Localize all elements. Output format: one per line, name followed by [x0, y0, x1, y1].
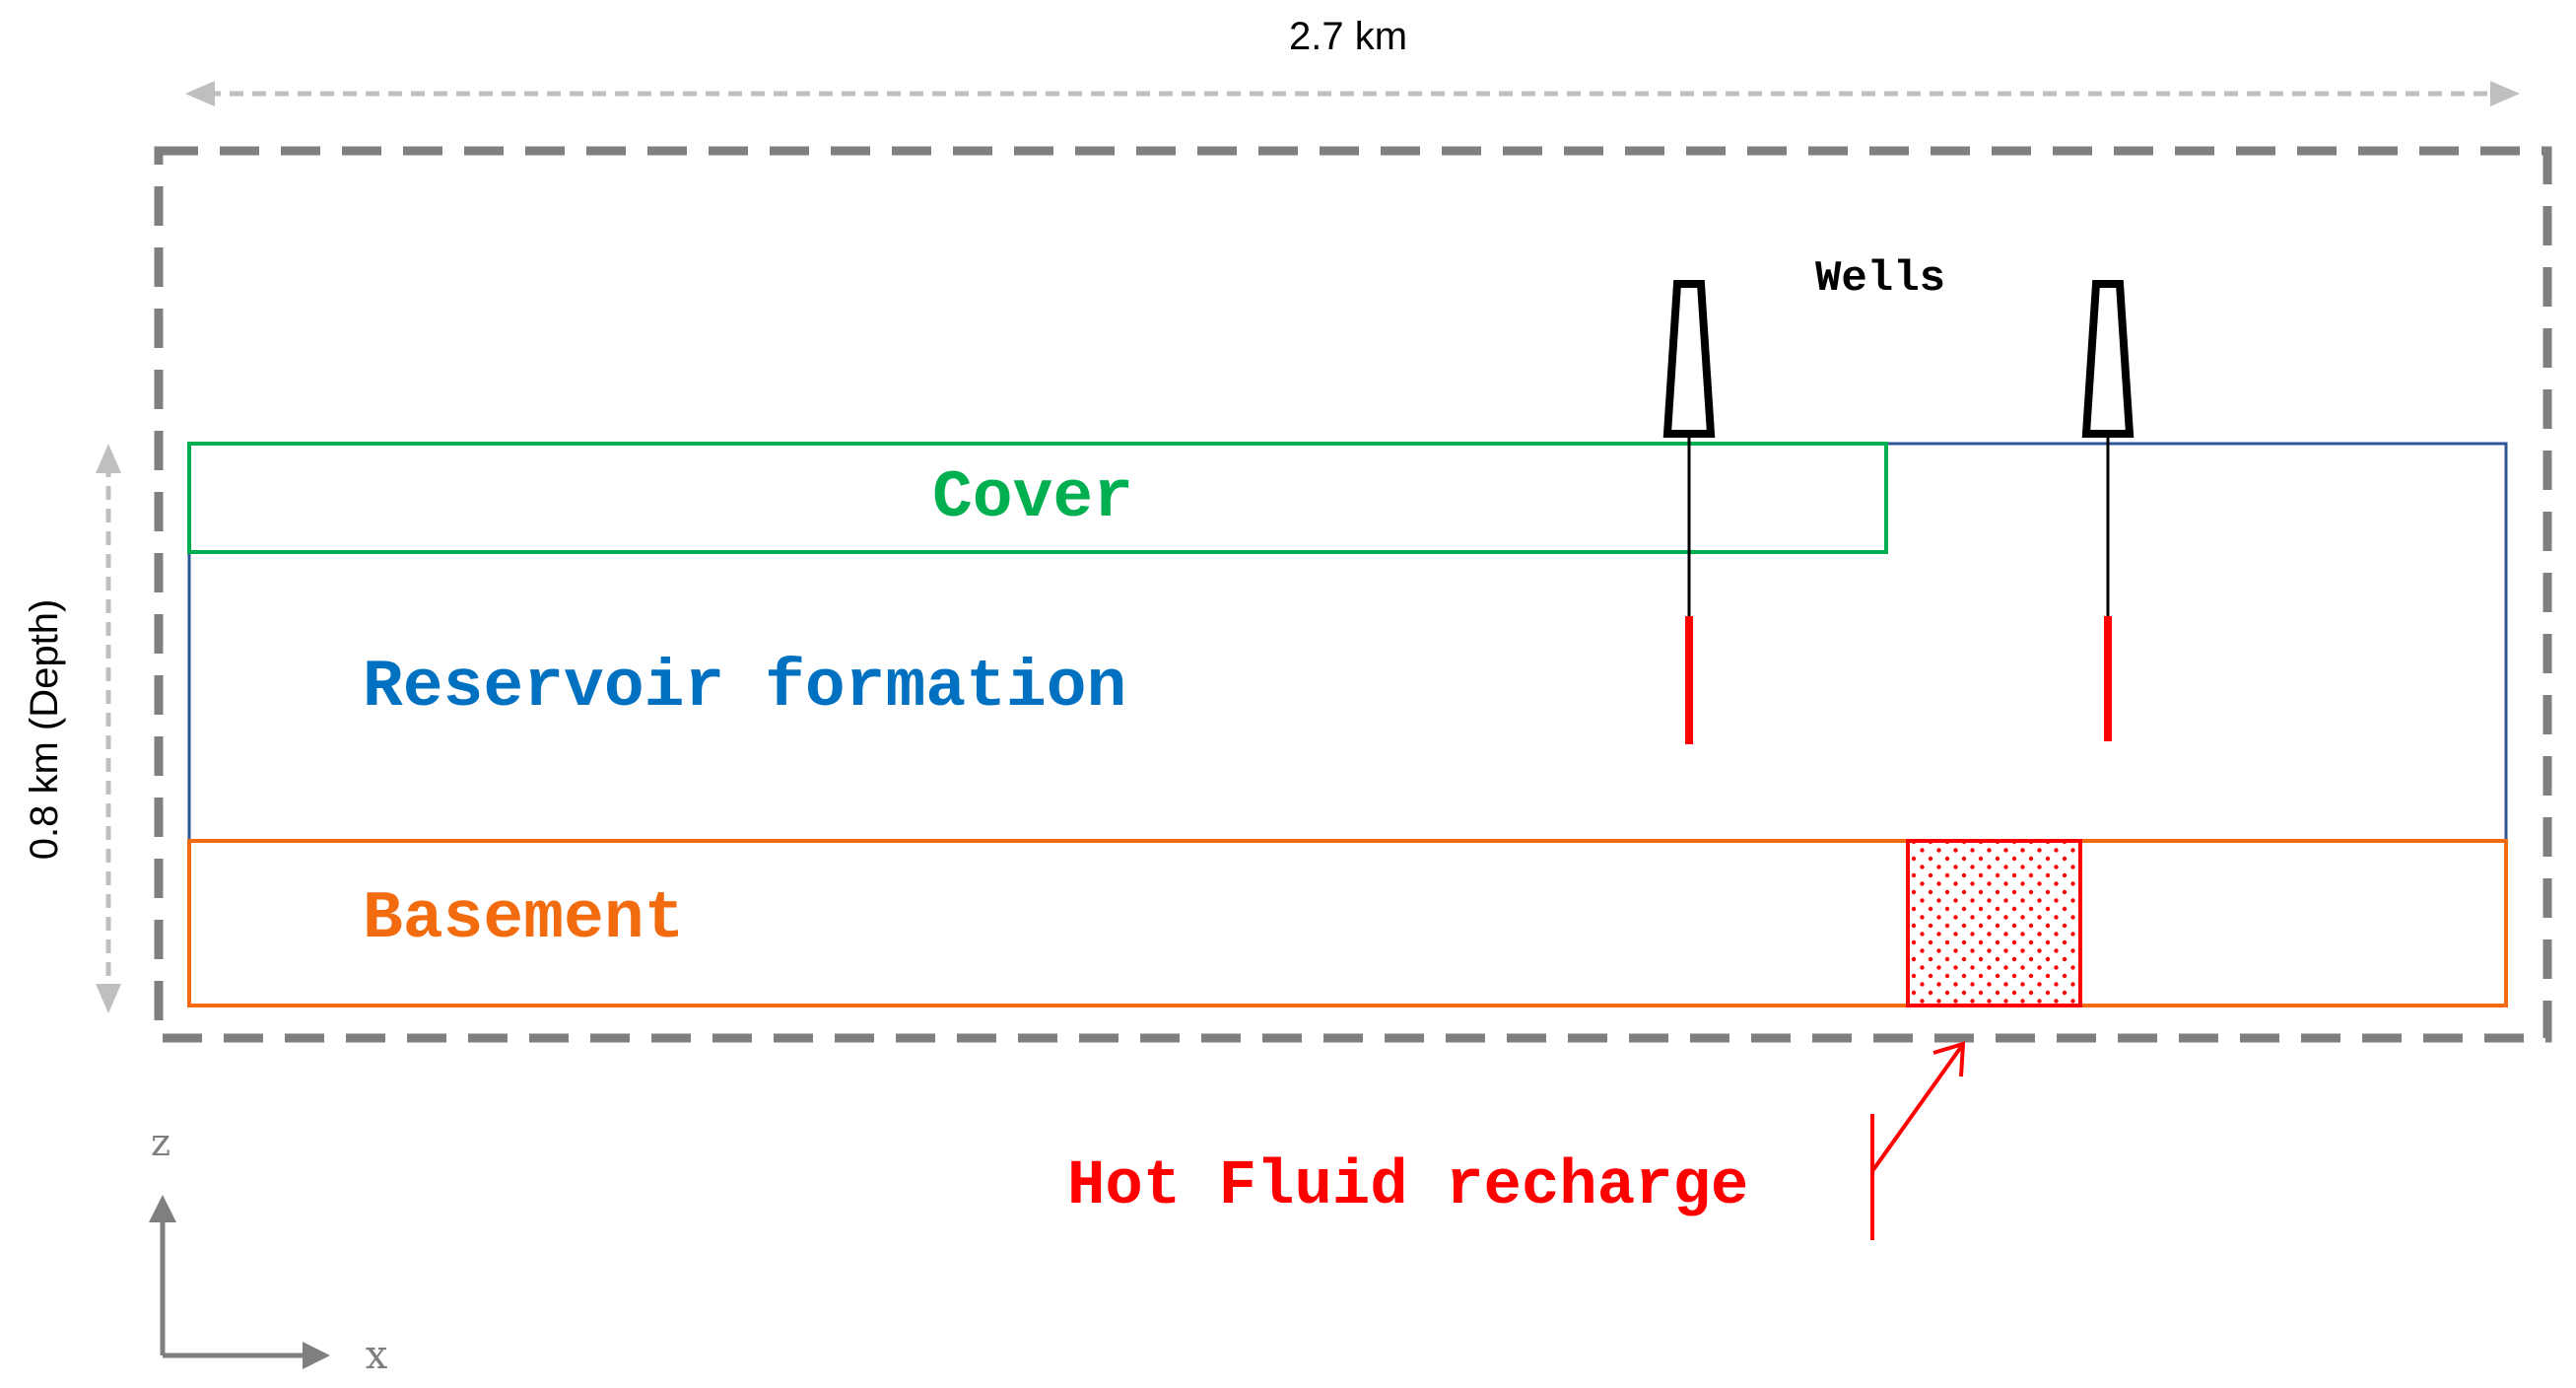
wellhead-icon	[1662, 280, 1716, 438]
cover-label: Cover	[932, 460, 1133, 536]
width-dimension-arrow	[185, 81, 2520, 106]
basement-layer	[187, 839, 2508, 1007]
wells-label: Wells	[1815, 254, 1945, 304]
recharge-zone	[1906, 839, 2082, 1007]
wellhead-icon	[2081, 280, 2135, 438]
depth-dimension-arrow	[96, 444, 121, 1013]
well-2	[2081, 280, 2135, 741]
axes-indicator	[149, 1195, 330, 1369]
well-1	[1662, 280, 1716, 744]
x-axis-label: x	[366, 1333, 388, 1378]
z-axis-label: z	[151, 1121, 170, 1164]
recharge-pointer-arrow	[1870, 1041, 1966, 1240]
width-label: 2.7 km	[1289, 15, 1407, 58]
recharge-label: Hot Fluid recharge	[1067, 1151, 1748, 1222]
basement-label: Basement	[363, 881, 684, 957]
reservoir-label: Reservoir formation	[363, 650, 1126, 726]
depth-label: 0.8 km (Depth)	[23, 599, 66, 861]
domain-boundary	[154, 146, 2552, 1043]
cover-layer	[187, 442, 1888, 554]
